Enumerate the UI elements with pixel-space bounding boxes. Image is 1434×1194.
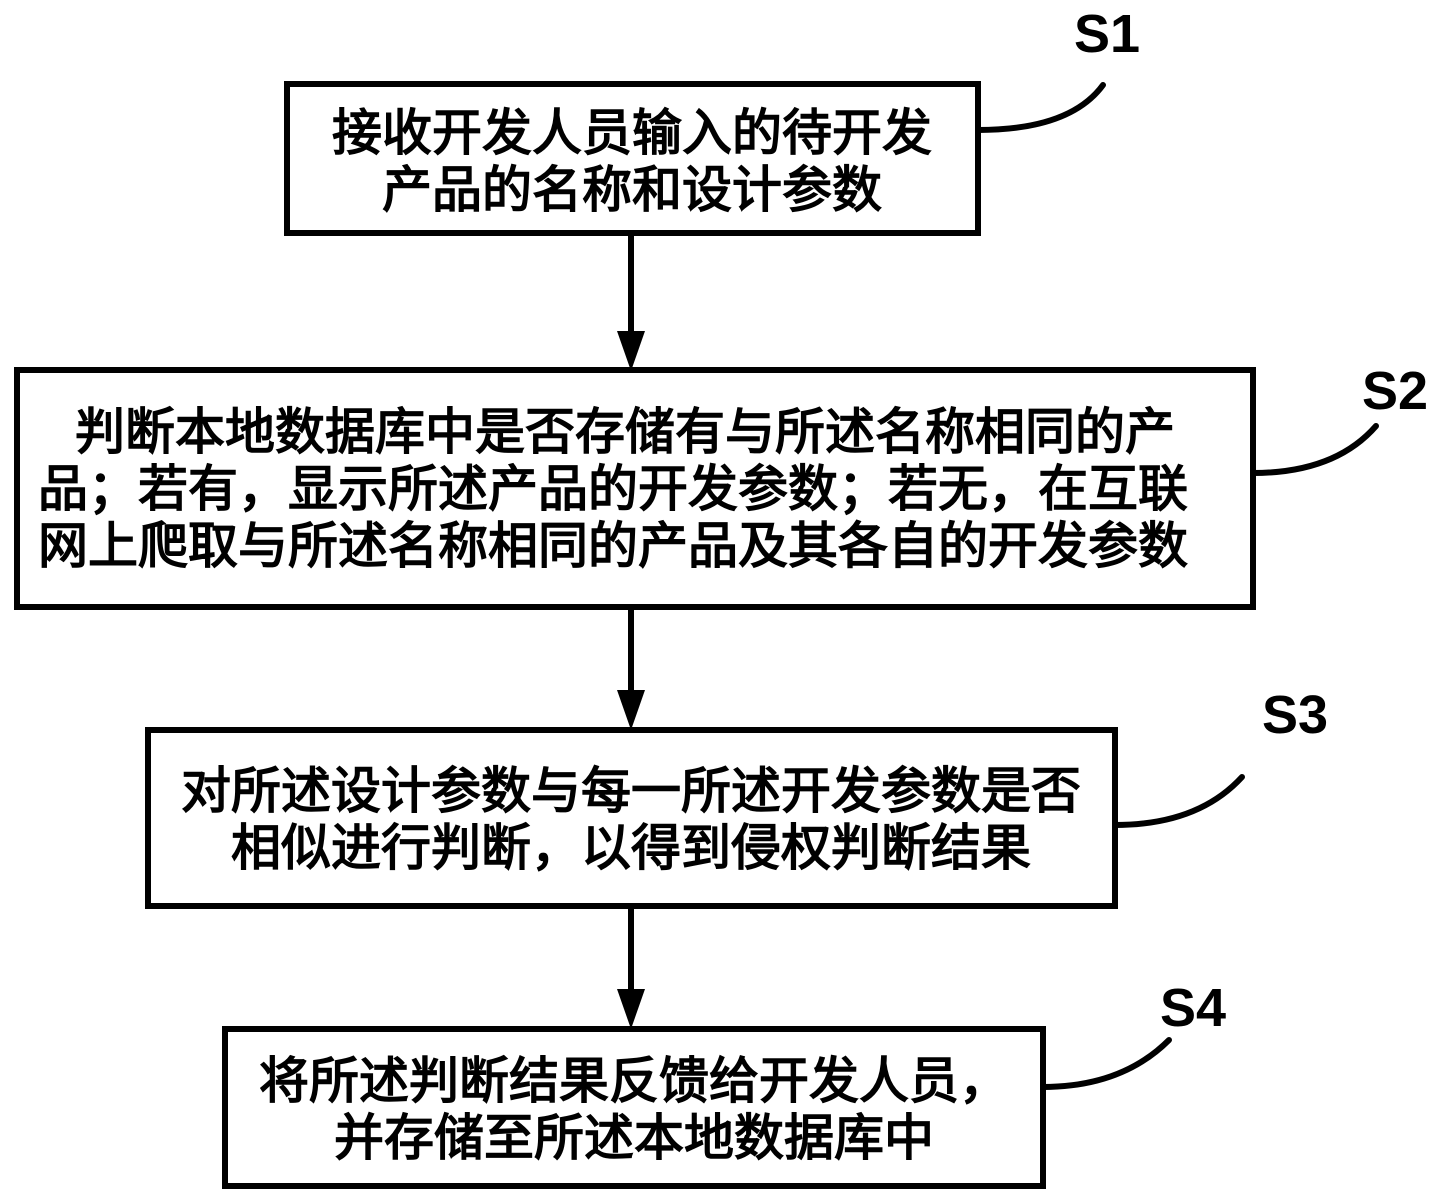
step-2-box bbox=[14, 367, 1256, 610]
flow-arrow-3-head bbox=[617, 989, 645, 1029]
step-2-text-line-3: 网上爬取与所述名称相同的产品及其各自的开发参数 bbox=[38, 518, 1188, 574]
step-4-box bbox=[222, 1026, 1046, 1189]
flow-arrow-1-head bbox=[617, 331, 645, 371]
step-2-group: 判断本地数据库中是否存储有与所述名称相同的产 品；若有，显示所述产品的开发参数；… bbox=[14, 361, 1428, 610]
step-4-group: 将所述判断结果反馈给开发人员， 并存储至所述本地数据库中 S4 bbox=[222, 978, 1226, 1189]
step-4-text-line-2: 并存储至所述本地数据库中 bbox=[334, 1110, 934, 1166]
step-4-label: S4 bbox=[1160, 978, 1226, 1038]
step-3-group: 对所述设计参数与每一所述开发参数是否 相似进行判断，以得到侵权判断结果 S3 bbox=[145, 685, 1328, 909]
step-3-leader-line bbox=[1112, 774, 1245, 828]
step-3-text-line-2: 相似进行判断，以得到侵权判断结果 bbox=[231, 820, 1031, 876]
step-2-text-line-2: 品；若有，显示所述产品的开发参数；若无，在互联 bbox=[38, 461, 1188, 517]
step-4-leader-line bbox=[1040, 1037, 1172, 1090]
step-1-group: 接收开发人员输入的待开发 产品的名称和设计参数 S1 bbox=[284, 4, 1140, 236]
flow-arrow-2 bbox=[617, 607, 645, 730]
step-1-text-line-1: 接收开发人员输入的待开发 bbox=[332, 105, 932, 161]
step-1-text-line-2: 产品的名称和设计参数 bbox=[382, 162, 882, 218]
step-2-text-line-1: 判断本地数据库中是否存储有与所述名称相同的产 bbox=[75, 404, 1175, 460]
step-2-label: S2 bbox=[1362, 361, 1428, 421]
flow-arrow-2-head bbox=[617, 690, 645, 730]
step-3-text-line-1: 对所述设计参数与每一所述开发参数是否 bbox=[181, 763, 1081, 819]
flow-arrow-1 bbox=[617, 233, 645, 371]
step-1-leader-line bbox=[975, 82, 1106, 133]
step-3-label: S3 bbox=[1262, 685, 1328, 745]
flow-arrow-3 bbox=[617, 906, 645, 1029]
step-1-label: S1 bbox=[1074, 4, 1140, 64]
step-3-box bbox=[145, 727, 1118, 909]
step-2-leader-line bbox=[1250, 423, 1379, 476]
step-4-text-line-1: 将所述判断结果反馈给开发人员， bbox=[259, 1053, 1009, 1109]
step-1-box bbox=[284, 81, 981, 236]
